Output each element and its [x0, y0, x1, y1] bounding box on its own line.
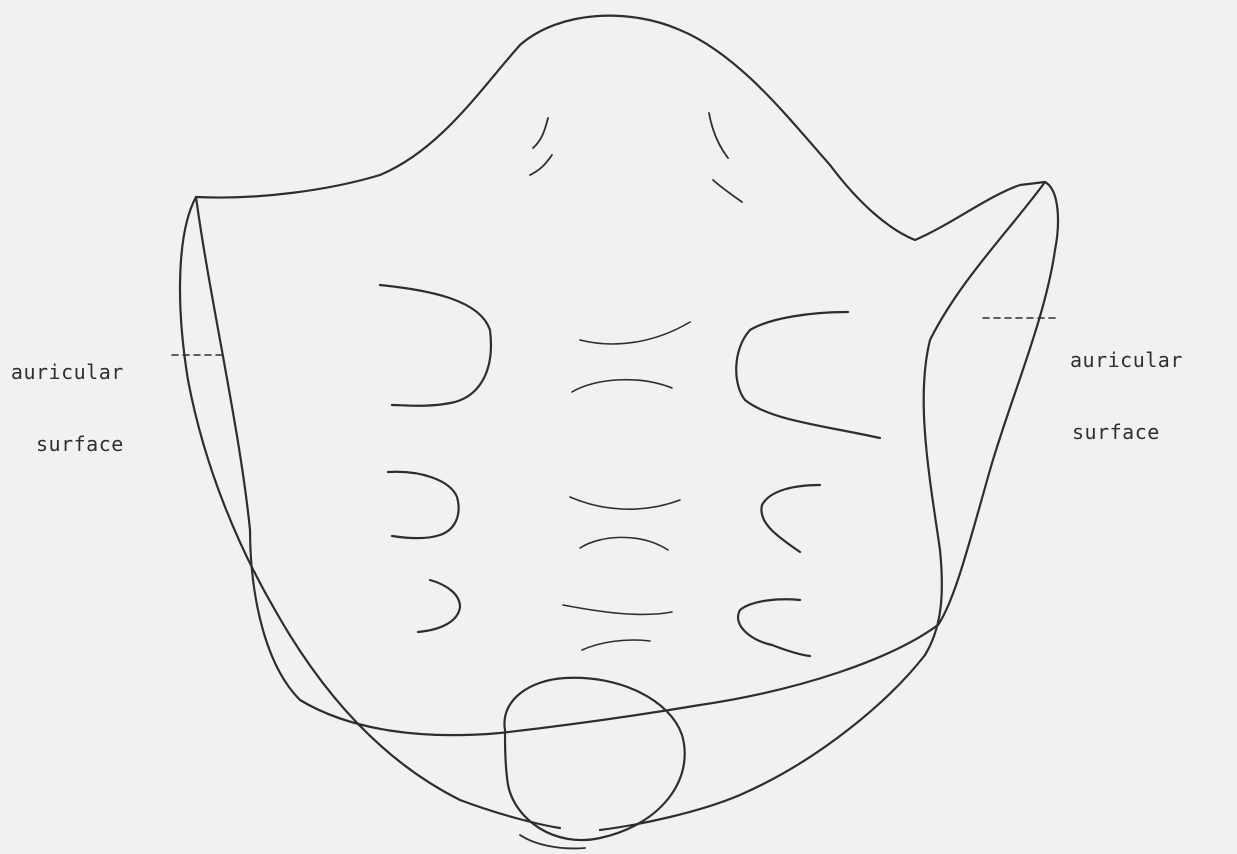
- right-label-line1: auricular: [1070, 348, 1183, 372]
- left-label-line1: auricular: [8, 360, 124, 384]
- transverse-ridge-1: [580, 322, 690, 344]
- promontory-mark-right-2: [713, 180, 742, 202]
- right-foramen-1: [736, 312, 880, 438]
- transverse-ridge-4: [580, 537, 668, 550]
- right-foramen-2: [761, 485, 820, 552]
- left-auricular-label: auricular surface: [8, 312, 124, 504]
- left-foramen-1: [380, 285, 491, 406]
- transverse-ridge-3: [570, 497, 680, 509]
- sacrum-outline: [196, 16, 1058, 735]
- left-label-line2: surface: [8, 432, 124, 456]
- promontory-mark-left-1: [533, 118, 548, 148]
- right-label-line2: surface: [1070, 420, 1183, 444]
- right-foramen-3: [738, 599, 810, 656]
- transverse-ridge-2: [572, 380, 672, 392]
- transverse-ridge-5: [563, 605, 672, 614]
- transverse-ridge-6: [582, 640, 650, 650]
- promontory-mark-right-1: [709, 113, 728, 158]
- coccyx-tail: [520, 835, 585, 848]
- left-foramen-2: [388, 472, 459, 538]
- right-auricular-surface: [600, 182, 1045, 830]
- right-auricular-label: auricular surface: [1070, 300, 1183, 492]
- left-foramen-3: [418, 580, 460, 632]
- coccyx-circle: [504, 678, 684, 840]
- promontory-mark-left-2: [530, 155, 552, 175]
